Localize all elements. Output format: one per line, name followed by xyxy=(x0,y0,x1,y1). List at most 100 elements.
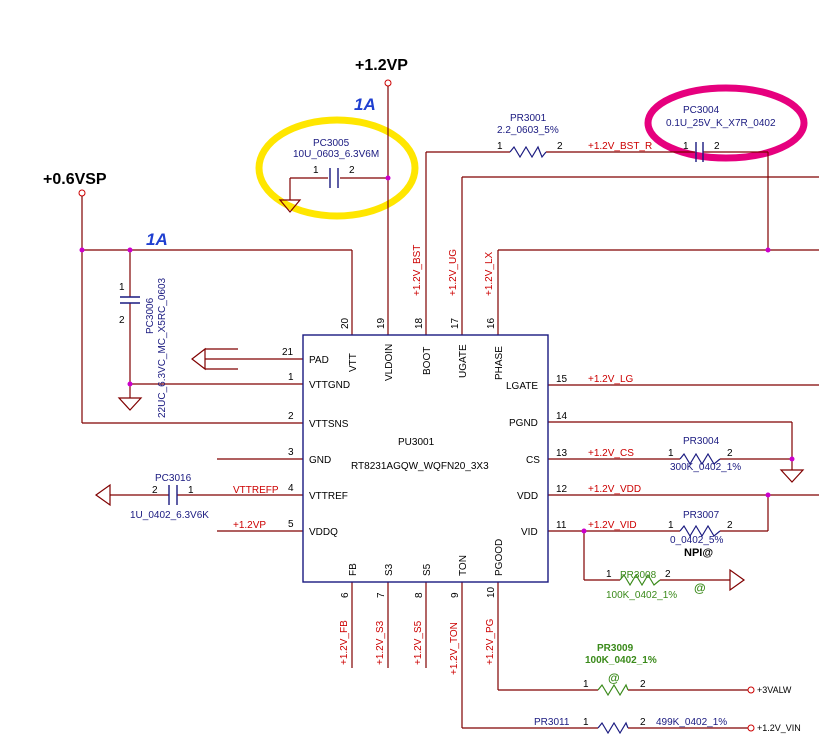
pin-num-19: 19 xyxy=(376,317,387,329)
pr3011-value: 499K_0402_1% xyxy=(656,717,727,728)
capacitor-pc3005: PC3005 10U_0603_6.3V6M 1 2 xyxy=(293,138,379,188)
pin-name-s3: S3 xyxy=(384,563,395,576)
pc3004-value: 0.1U_25V_K_X7R_0402 xyxy=(666,118,776,129)
pc3016-pin1: 1 xyxy=(188,485,194,496)
ground-symbol-pgnd xyxy=(779,469,805,483)
pin-num-17: 17 xyxy=(450,317,461,329)
pin-name-vddq: VDDQ xyxy=(309,527,338,538)
pin-name-pad: PAD xyxy=(309,355,329,366)
pr3009-pin1: 1 xyxy=(583,679,589,690)
pin-name-pgnd: PGND xyxy=(509,418,538,429)
net-vdd: +1.2V_VDD xyxy=(588,484,641,495)
pin-num-13: 13 xyxy=(556,448,568,459)
net-3valw: +3VALW xyxy=(757,685,792,695)
pr3004-value: 300K_0402_1% xyxy=(670,462,741,473)
pc3005-ref: PC3005 xyxy=(313,138,350,149)
pr3011-pin1: 1 xyxy=(583,717,589,728)
pin-num-12: 12 xyxy=(556,484,568,495)
offpage-arrow-vttref xyxy=(94,483,111,507)
pc3005-pin2: 2 xyxy=(349,165,355,176)
pin-name-ugate: UGATE xyxy=(458,344,469,378)
pr3007-ref: PR3007 xyxy=(683,510,720,521)
ic-left-pins: PAD 21 VTTGND 1 VTTSNS 2 GND 3 VTTREF 4 … xyxy=(282,347,350,538)
pin-name-gnd: GND xyxy=(309,455,331,466)
pin-name-ton: TON xyxy=(458,555,469,576)
resistor-pr3009: PR3009 100K_0402_1% 1 2 @ xyxy=(583,643,657,697)
net-ton: +1.2V_TON xyxy=(449,622,460,675)
pin-name-vid: VID xyxy=(521,527,538,538)
pr3001-ref: PR3001 xyxy=(510,113,547,124)
net-bst: +1.2V_BST xyxy=(412,245,423,296)
pr3011-pin2: 2 xyxy=(640,717,646,728)
pr3008-pin2: 2 xyxy=(665,569,671,580)
pc3006-pin2: 2 xyxy=(119,315,125,326)
resistor-pr3004: PR3004 300K_0402_1% 1 2 xyxy=(668,436,741,473)
pr3008-ref: PR3008 xyxy=(620,570,657,581)
rail-terminal-vsp xyxy=(78,189,86,197)
pr3008-mark: @ xyxy=(694,581,706,595)
capacitor-pc3004: PC3004 0.1U_25V_K_X7R_0402 1 2 xyxy=(666,105,776,162)
pin-num-20: 20 xyxy=(340,317,351,329)
pin-num-10: 10 xyxy=(486,586,497,598)
pin-num-2: 2 xyxy=(288,411,294,422)
pin-name-vdd: VDD xyxy=(517,491,538,502)
resistor-pr3011: PR3011 1 2 499K_0402_1% xyxy=(534,717,727,735)
pin-num-3: 3 xyxy=(288,447,294,458)
ic-ref: PU3001 xyxy=(398,437,435,448)
pr3004-pin2: 2 xyxy=(727,448,733,459)
resistor-pr3008: PR3008 100K_0402_1% 1 2 @ xyxy=(606,569,706,601)
terminal-3valw xyxy=(747,686,755,694)
net-s5: +1.2V_S5 xyxy=(413,620,424,665)
pr3007-pin2: 2 xyxy=(727,520,733,531)
rail-label-vsp: +0.6VSP xyxy=(43,171,107,188)
net-cs: +1.2V_CS xyxy=(588,448,634,459)
pin-name-boot: BOOT xyxy=(422,347,433,375)
pc3006-value: 22UC_6.3VC_MC_X5RC_0603 xyxy=(157,277,168,418)
resistor-pr3001: PR3001 2.2_0603_5% 1 2 xyxy=(497,113,563,159)
pr3007-npi-note: NPI@ xyxy=(684,547,713,559)
pr3008-value: 100K_0402_1% xyxy=(606,590,677,601)
pr3008-pin1: 1 xyxy=(606,569,612,580)
pr3009-pin2: 2 xyxy=(640,679,646,690)
pc3016-value: 1U_0402_6.3V6K xyxy=(130,510,209,521)
net-vin: +1.2V_VIN xyxy=(757,723,801,733)
pr3009-ref: PR3009 xyxy=(597,643,634,654)
net-vid: +1.2V_VID xyxy=(588,520,637,531)
pr3007-pin1: 1 xyxy=(668,520,674,531)
pc3004-pin2: 2 xyxy=(714,141,720,152)
net-lg: +1.2V_LG xyxy=(588,374,634,385)
pc3005-pin1: 1 xyxy=(313,165,319,176)
pin-num-8: 8 xyxy=(414,592,425,598)
net-vttrefp: VTTREFP xyxy=(233,485,279,496)
net-vp: +1.2VP xyxy=(233,520,266,531)
pin-num-5: 5 xyxy=(288,519,294,530)
pr3004-ref: PR3004 xyxy=(683,436,720,447)
pin-num-14: 14 xyxy=(556,411,568,422)
offpage-arrow-pad xyxy=(191,347,206,371)
pin-num-11: 11 xyxy=(556,520,567,531)
rail-label-vp: +1.2VP xyxy=(355,57,408,74)
pr3007-value: 0_0402_5% xyxy=(670,535,723,546)
ic-value: RT8231AGQW_WQFN20_3X3 xyxy=(351,461,489,472)
ic-right-pins: LGATE 15 PGND 14 CS 13 VDD 12 VID 11 xyxy=(506,374,568,538)
pr3001-value: 2.2_0603_5% xyxy=(497,125,559,136)
pin-num-9: 9 xyxy=(450,592,461,598)
net-pg: +1.2V_PG xyxy=(485,618,496,665)
pr3009-value: 100K_0402_1% xyxy=(585,655,657,666)
ic-top-pins: VTT 20 VLDOIN 19 BOOT 18 UGATE 17 PHASE … xyxy=(340,317,505,381)
pc3004-ref: PC3004 xyxy=(683,105,720,116)
net-lx: +1.2V_LX xyxy=(484,251,495,296)
terminal-vin xyxy=(747,724,755,732)
net-s3: +1.2V_S3 xyxy=(375,620,386,665)
highlight-yellow-pc3005 xyxy=(255,116,419,220)
capacitor-pc3006: 1 2 PC3006 22UC_6.3VC_MC_X5RC_0603 xyxy=(119,277,168,418)
rail-terminal-vp xyxy=(384,79,392,87)
current-label-vldoin: 1A xyxy=(354,95,376,114)
pin-name-phase: PHASE xyxy=(494,346,505,380)
pc3016-pin2: 2 xyxy=(152,485,158,496)
net-bst-r: +1.2V_BST_R xyxy=(588,141,652,152)
net-labels: +1.2V_BST +1.2V_BST_R +1.2V_UG +1.2V_LX … xyxy=(233,141,801,733)
pin-name-s5: S5 xyxy=(422,563,433,576)
pin-num-7: 7 xyxy=(376,592,387,598)
